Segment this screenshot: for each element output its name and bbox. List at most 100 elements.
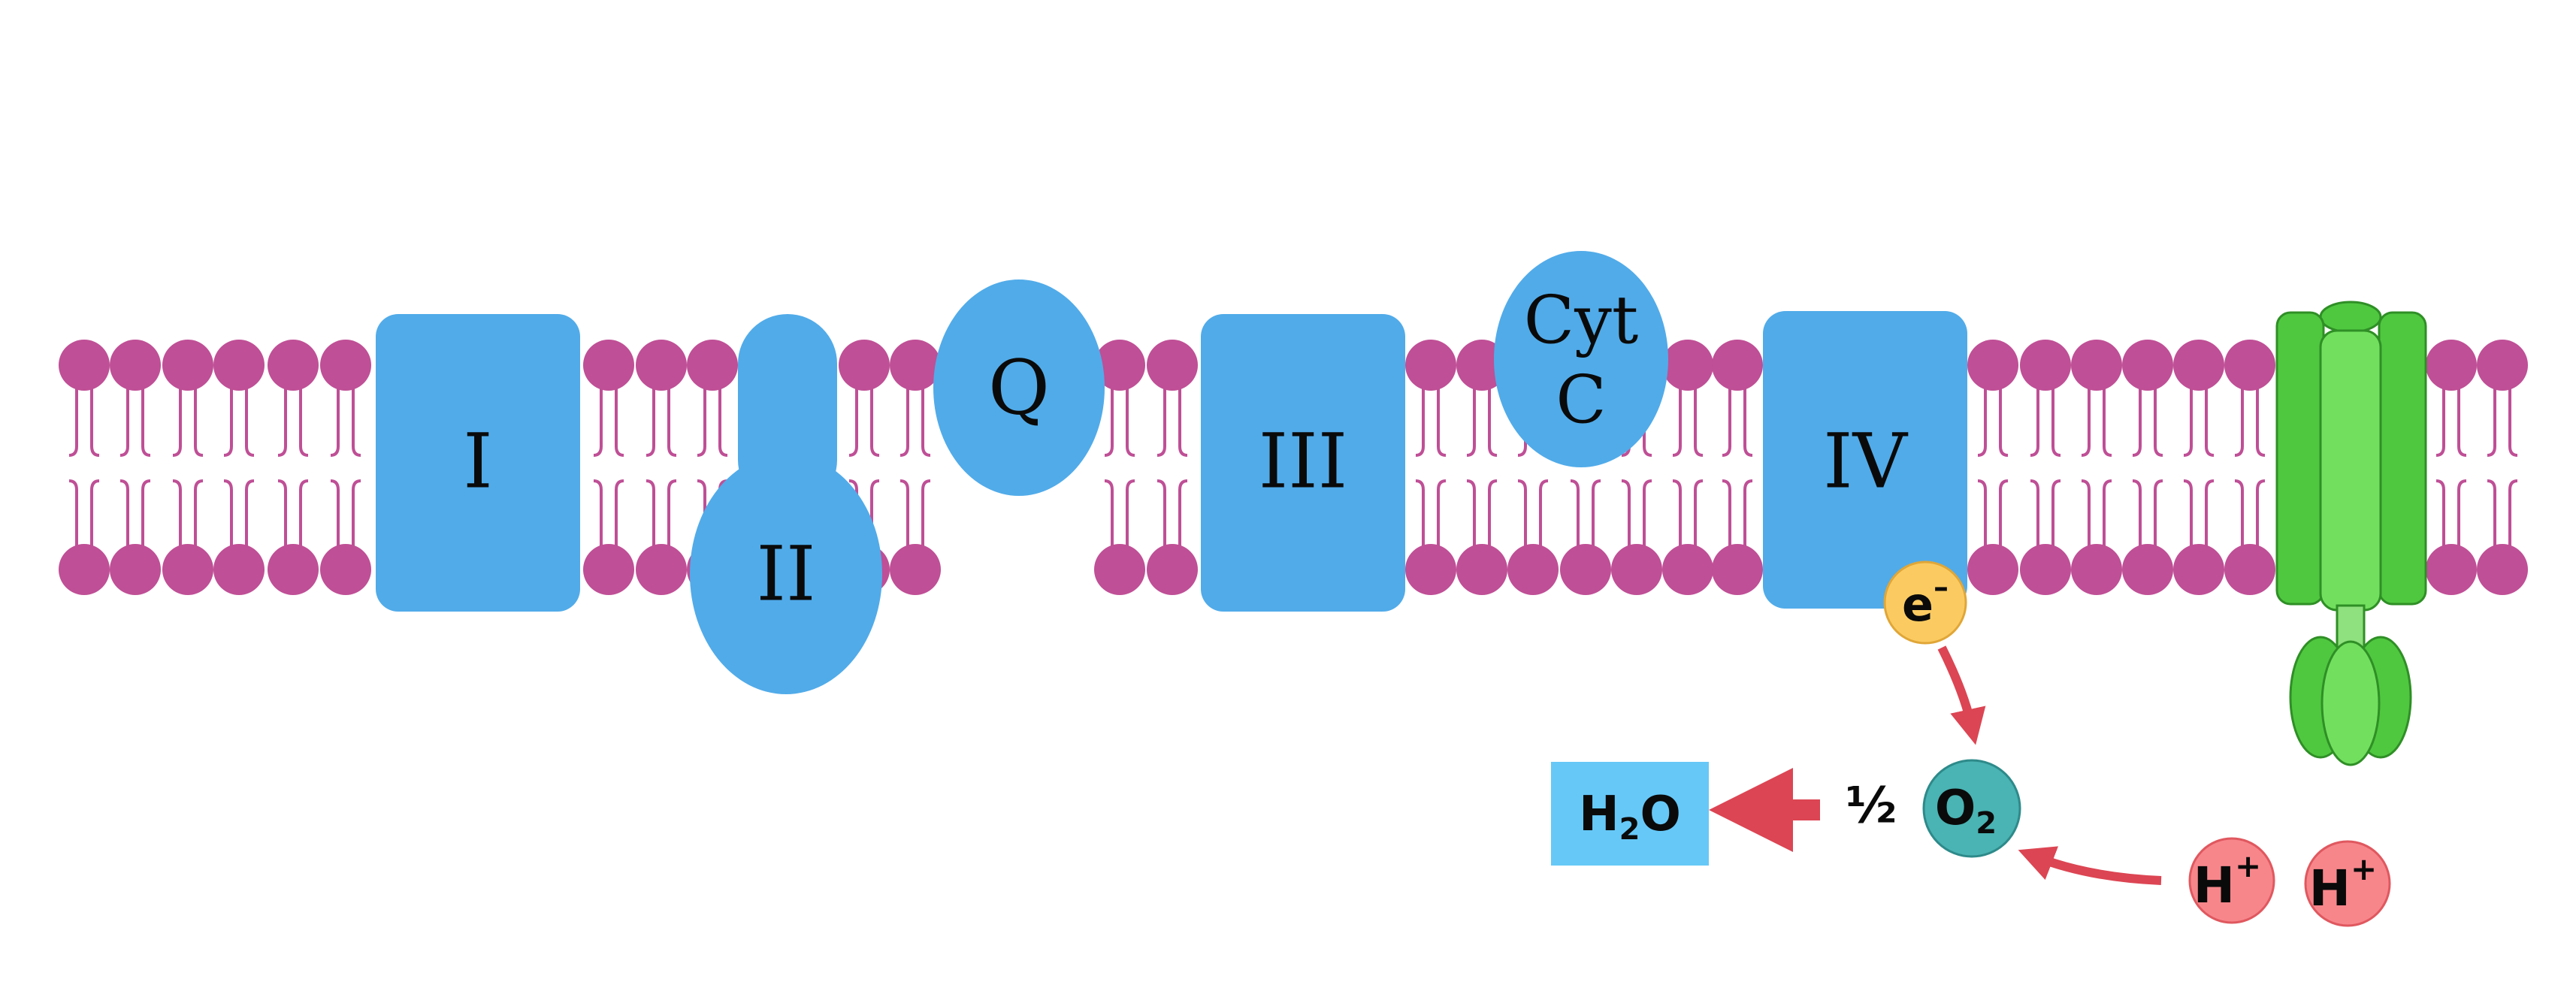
- proton-1: H+: [2188, 837, 2275, 924]
- proton-1-charge: +: [2235, 848, 2261, 884]
- water-o: O: [1640, 787, 1681, 842]
- lipid-tail: [2234, 479, 2266, 548]
- lipid-head: [1967, 340, 2018, 391]
- lipid-tail: [1672, 479, 1704, 548]
- proton-1-symbol: H: [2194, 857, 2235, 914]
- lipid-head: [2224, 340, 2275, 391]
- lipid-tail: [1466, 479, 1498, 548]
- lipid-tail: [848, 479, 880, 548]
- lipid-tail: [172, 386, 204, 457]
- lipid-tail: [2487, 386, 2518, 457]
- lipid-head: [583, 340, 634, 391]
- lipid-tail: [68, 386, 100, 457]
- water-subscript: 2: [1619, 812, 1640, 847]
- water-product: H2O: [1551, 762, 1709, 866]
- lipid-tail: [2234, 386, 2266, 457]
- lipid-head: [2426, 340, 2477, 391]
- lipid-head: [59, 544, 110, 595]
- lipid-head: [1560, 544, 1611, 595]
- complex-i[interactable]: I: [376, 314, 580, 612]
- lipid-head: [2477, 544, 2528, 595]
- lipid-tail: [2435, 479, 2467, 548]
- lipid-tail: [277, 386, 309, 457]
- lipid-head: [636, 340, 687, 391]
- lipid-tail: [1570, 479, 1601, 548]
- lipid-head: [1662, 340, 1713, 391]
- electron-symbol: e: [1902, 577, 1934, 632]
- lipid-head: [320, 340, 371, 391]
- lipid-head: [2173, 544, 2224, 595]
- lipid-head: [636, 544, 687, 595]
- cytc-label-line1: Cyt: [1524, 282, 1638, 359]
- lipid-bilayer-membrane: [59, 340, 2528, 595]
- lipid-tail: [277, 479, 309, 548]
- lipid-head: [1147, 544, 1198, 595]
- lipid-tail: [2132, 386, 2163, 457]
- lipid-head: [687, 340, 738, 391]
- electron: e–: [1883, 560, 1967, 645]
- lipid-tail: [119, 386, 151, 457]
- svg-text:H2O: H2O: [1579, 787, 1681, 847]
- lipid-head: [162, 544, 213, 595]
- lipid-head: [2426, 544, 2477, 595]
- lipid-head: [2071, 340, 2122, 391]
- lipid-tail: [2081, 479, 2112, 548]
- svg-text:e–: e–: [1902, 570, 1949, 632]
- lipid-tail: [646, 479, 677, 548]
- lipid-head: [839, 340, 890, 391]
- lipid-tail: [119, 479, 151, 548]
- lipid-tail: [1722, 479, 1753, 548]
- cytochrome-c[interactable]: Cyt C: [1494, 251, 1668, 467]
- lipid-tail: [1466, 386, 1498, 457]
- lipid-tail: [2435, 386, 2467, 457]
- lipid-head: [59, 340, 110, 391]
- lipid-head: [1405, 544, 1456, 595]
- lipid-head: [1712, 340, 1763, 391]
- electron-charge: –: [1934, 570, 1949, 605]
- lipid-head: [320, 544, 371, 595]
- electron-to-oxygen-arrow: [1937, 645, 1986, 745]
- lipid-tail: [1156, 479, 1188, 548]
- svg-text:O2: O2: [1935, 781, 1997, 841]
- lipid-tail: [1672, 386, 1704, 457]
- lipid-head: [2477, 340, 2528, 391]
- complex-ii-label: II: [756, 530, 815, 618]
- water-h: H: [1579, 787, 1619, 842]
- lipid-head: [1712, 544, 1763, 595]
- lipid-head: [890, 340, 941, 391]
- lipid-tail: [593, 479, 624, 548]
- lipid-tail: [1104, 386, 1135, 457]
- lipid-tail: [646, 386, 677, 457]
- complex-ii[interactable]: II: [690, 314, 882, 694]
- lipid-head: [2173, 340, 2224, 391]
- lipid-head: [890, 544, 941, 595]
- svg-text:H+: H+: [2309, 851, 2377, 917]
- lipid-tail: [848, 386, 880, 457]
- lipid-head: [268, 340, 319, 391]
- proton-2-symbol: H: [2309, 860, 2351, 917]
- lipid-head: [268, 544, 319, 595]
- lipid-head: [583, 544, 634, 595]
- half-coefficient: ½: [1846, 777, 1897, 835]
- lipid-tail: [2132, 479, 2163, 548]
- lipid-tail: [2183, 479, 2215, 548]
- lipid-tail: [223, 386, 255, 457]
- lipid-head: [2224, 544, 2275, 595]
- oxygen-symbol: O: [1935, 781, 1976, 836]
- lipid-head: [110, 544, 161, 595]
- lipid-head: [1147, 340, 1198, 391]
- lipid-tail: [2030, 386, 2061, 457]
- complex-i-label: I: [463, 418, 493, 506]
- complex-iii[interactable]: III: [1201, 314, 1405, 612]
- lipid-head: [1507, 544, 1559, 595]
- lipid-head: [110, 340, 161, 391]
- lipid-head: [1662, 544, 1713, 595]
- lipid-tail: [1722, 386, 1753, 457]
- atp-synthase[interactable]: [2275, 301, 2427, 766]
- complex-iv-label: IV: [1823, 418, 1909, 506]
- ubiquinone-q[interactable]: Q: [933, 279, 1105, 496]
- svg-text:H+: H+: [2194, 848, 2261, 914]
- proton-2: H+: [2304, 840, 2391, 927]
- complex-iv[interactable]: IV: [1763, 311, 1967, 609]
